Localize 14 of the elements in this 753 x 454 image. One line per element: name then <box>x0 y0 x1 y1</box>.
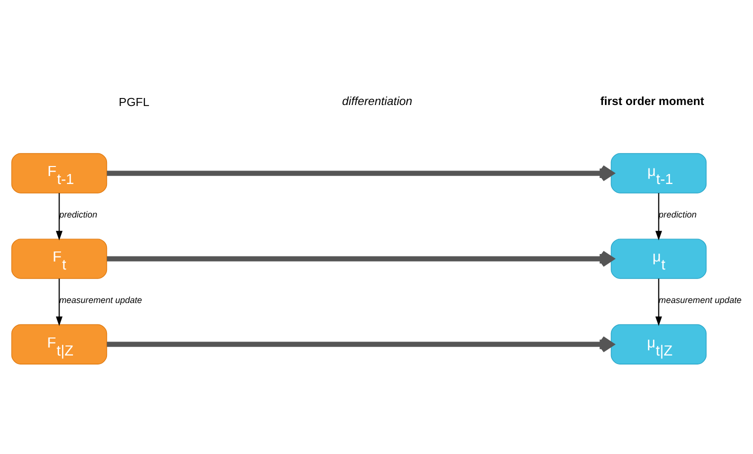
arrow <box>106 250 614 268</box>
edge-label: prediction <box>59 210 98 220</box>
edge-label: prediction <box>658 210 697 220</box>
arrow <box>106 164 614 182</box>
edge-label: measurement update <box>59 295 142 306</box>
label: PGFL <box>118 96 150 109</box>
label: differentiation <box>342 95 412 108</box>
arrow <box>56 193 63 240</box>
arrow <box>655 193 662 240</box>
label: first order moment <box>600 95 704 108</box>
edge-label: measurement update <box>658 295 742 306</box>
arrow <box>106 336 614 353</box>
arrow <box>655 278 662 326</box>
arrow <box>56 278 63 326</box>
